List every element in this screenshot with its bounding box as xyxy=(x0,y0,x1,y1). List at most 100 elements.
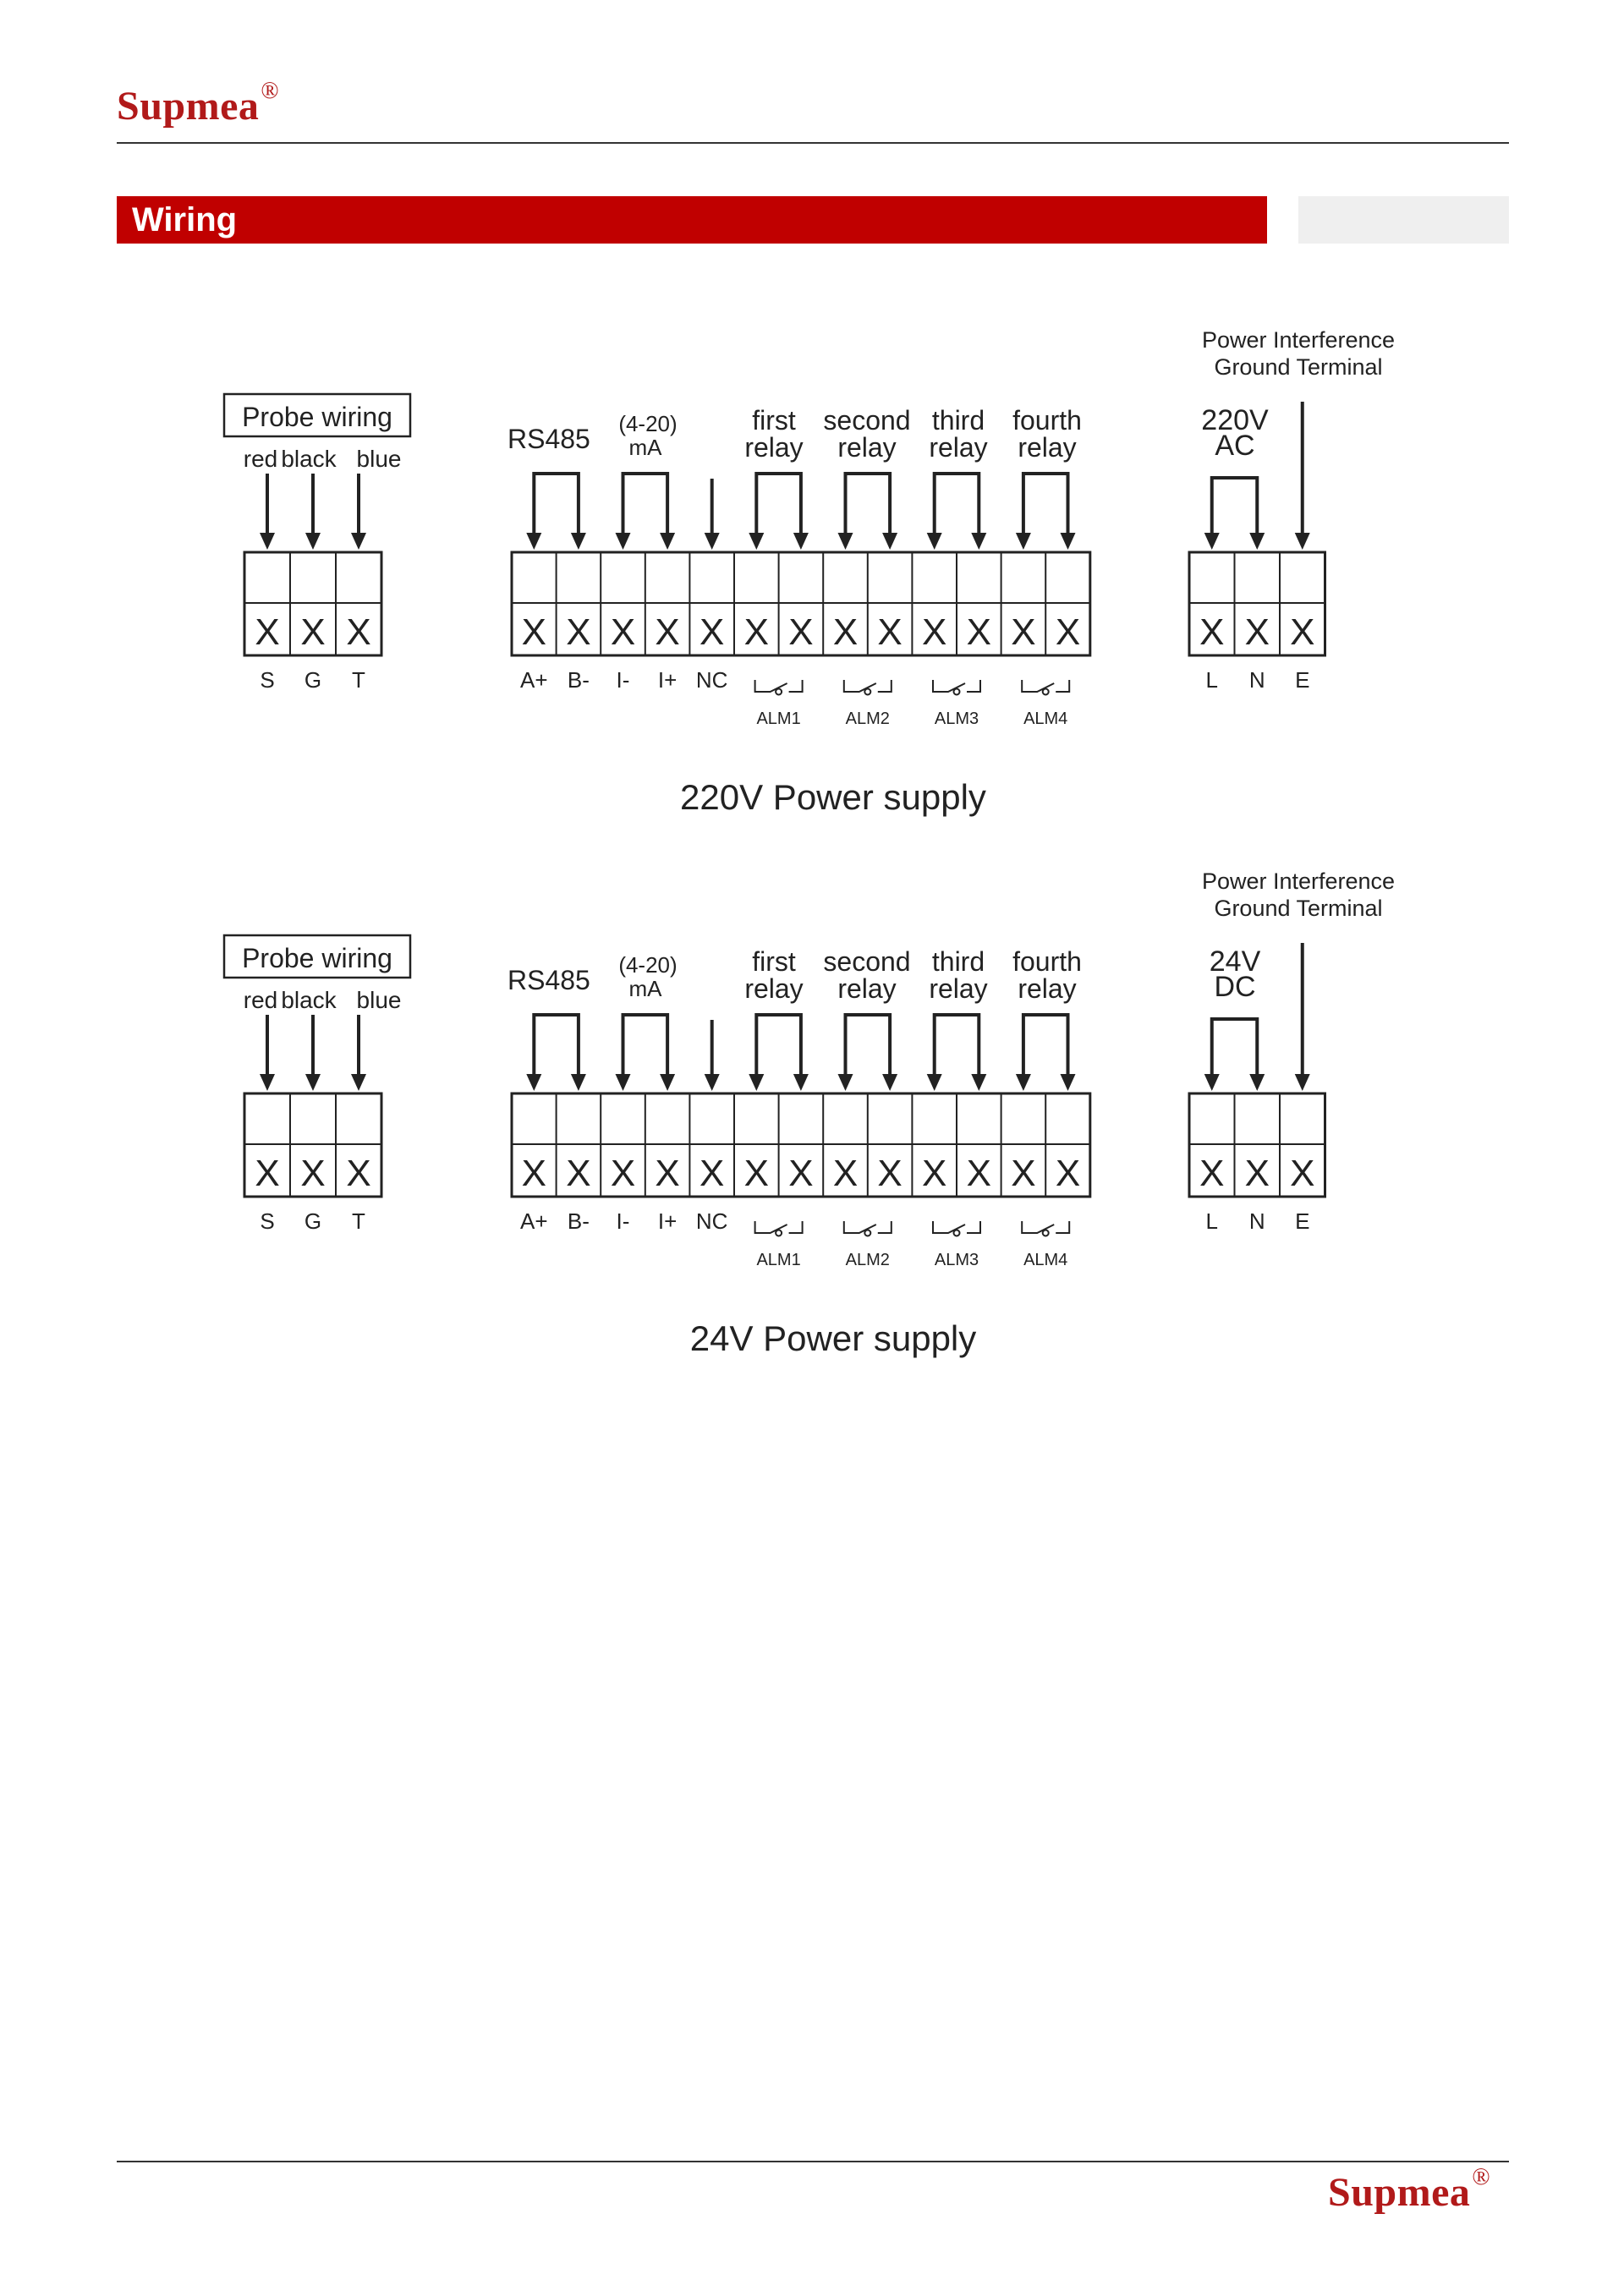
alarm-4-contact-symbol xyxy=(1021,1221,1071,1234)
ground-arrow-head xyxy=(1294,533,1310,550)
probe-terminal-block-terminal-mark: X xyxy=(255,611,279,653)
relay-2-arrows-head-left xyxy=(837,1074,853,1091)
main-terminal-label: A+ xyxy=(520,1208,548,1234)
rs485-arrows-head-right xyxy=(570,533,586,550)
main-terminal-label: B- xyxy=(568,667,590,693)
main-terminal-block-terminal-mark: X xyxy=(922,611,946,653)
relay-label-line2: relay xyxy=(1018,973,1076,1004)
main-terminal-block-terminal-mark: X xyxy=(833,611,858,653)
header-divider xyxy=(117,142,1509,144)
main-terminal-block-terminal-mark: X xyxy=(967,1153,991,1194)
relay-label-line1: first xyxy=(752,405,796,436)
power-terminal-label: L xyxy=(1206,1208,1218,1234)
relay-1-arrows-bracket xyxy=(754,472,803,536)
rs485-arrows-bracket xyxy=(532,1013,580,1077)
relay-label-line1: third xyxy=(932,405,985,436)
main-terminal-block-terminal-mark: X xyxy=(788,611,813,653)
alarm-4-contact-dot xyxy=(1041,1229,1050,1237)
alarm-label: ALM4 xyxy=(1023,710,1067,728)
probe-arrow-head xyxy=(260,533,275,550)
power-input-arrows-head-right xyxy=(1249,533,1265,550)
alarm-label: ALM1 xyxy=(756,1251,800,1269)
probe-terminal-block-terminal-mark: X xyxy=(346,611,370,653)
relay-label-line1: first xyxy=(752,946,796,977)
relay-label-line1: second xyxy=(823,405,910,436)
power-terminal-block-terminal-mark: X xyxy=(1199,1153,1224,1194)
ma-output-arrows-head-right xyxy=(660,1074,676,1091)
power-input-arrows-head-right xyxy=(1249,1074,1265,1091)
relay-label-line1: fourth xyxy=(1012,946,1082,977)
power-supply-type-line2: DC xyxy=(1214,971,1255,1003)
relay-1-arrows-bracket xyxy=(754,1013,803,1077)
footer-brand-text: Supmea xyxy=(1328,2170,1471,2215)
power-terminal-label: E xyxy=(1295,1208,1309,1234)
alarm-2-contact-dot xyxy=(864,688,872,696)
relay-1-arrows-head-left xyxy=(749,1074,765,1091)
main-terminal-block-terminal-mark: X xyxy=(522,1153,546,1194)
power-input-arrows-head-left xyxy=(1204,533,1220,550)
main-terminal-label: I- xyxy=(617,1208,630,1234)
alarm-label: ALM3 xyxy=(935,1251,979,1269)
probe-color-label: black xyxy=(281,446,337,472)
main-terminal-block-terminal-mark: X xyxy=(655,611,679,653)
probe-color-label: blue xyxy=(357,987,402,1013)
ground-arrow-head xyxy=(1294,1074,1310,1091)
ma-range-label: (4-20) xyxy=(618,411,677,436)
probe-terminal-block-terminal-mark: X xyxy=(255,1153,279,1194)
alarm-1-contact-dot xyxy=(775,1229,783,1237)
ma-unit-label: mA xyxy=(629,435,663,460)
main-terminal-block-terminal-mark: X xyxy=(744,611,769,653)
nc-arrow-head xyxy=(704,1074,720,1091)
alarm-label: ALM4 xyxy=(1023,1251,1067,1269)
main-terminal-block-terminal-mark: X xyxy=(833,1153,858,1194)
main-terminal-block-terminal-mark: X xyxy=(1011,611,1035,653)
probe-color-label: black xyxy=(281,987,337,1013)
probe-terminal-label: G xyxy=(304,1208,321,1234)
probe-wiring-label: Probe wiring xyxy=(242,402,392,432)
relay-2-arrows-head-right xyxy=(882,533,898,550)
diagram-caption: 220V Power supply xyxy=(680,777,986,817)
main-terminal-label: I+ xyxy=(658,1208,677,1234)
main-terminal-label: I- xyxy=(617,667,630,693)
diagram-caption: 24V Power supply xyxy=(690,1318,977,1358)
footer-brand-logo: Supmea® xyxy=(1328,2164,1490,2216)
relay-4-arrows-head-left xyxy=(1015,533,1031,550)
relay-label-line2: relay xyxy=(929,973,987,1004)
nc-arrow-head xyxy=(704,533,720,550)
alarm-label: ALM1 xyxy=(756,710,800,728)
alarm-1-contact-symbol xyxy=(754,1221,804,1234)
main-terminal-block-terminal-mark: X xyxy=(611,611,635,653)
probe-terminal-block-terminal-mark: X xyxy=(300,1153,325,1194)
probe-arrow-head xyxy=(351,533,366,550)
main-terminal-block-terminal-mark: X xyxy=(566,611,590,653)
alarm-2-contact-symbol xyxy=(842,680,892,693)
alarm-label: ALM2 xyxy=(846,1251,890,1269)
power-terminal-block-terminal-mark: X xyxy=(1290,1153,1314,1194)
alarm-3-contact-symbol xyxy=(932,1221,981,1234)
relay-2-arrows-bracket xyxy=(843,472,892,536)
probe-color-label: red xyxy=(244,987,277,1013)
main-terminal-block-terminal-mark: X xyxy=(744,1153,769,1194)
probe-wiring-label: Probe wiring xyxy=(242,943,392,973)
relay-2-arrows-bracket xyxy=(843,1013,892,1077)
power-terminal-label: N xyxy=(1249,667,1265,693)
power-supply-type-line1: 220V xyxy=(1201,404,1269,436)
ma-output-arrows-bracket xyxy=(621,1013,670,1077)
alarm-2-contact-dot xyxy=(864,1229,872,1237)
probe-arrow-head xyxy=(351,1074,366,1091)
alarm-label: ALM2 xyxy=(846,710,890,728)
relay-4-arrows-bracket xyxy=(1021,472,1070,536)
relay-4-arrows-head-right xyxy=(1060,1074,1076,1091)
section-title: Wiring xyxy=(132,201,238,238)
ma-unit-label: mA xyxy=(629,976,663,1001)
main-terminal-label: NC xyxy=(696,667,728,693)
rs485-label: RS485 xyxy=(508,965,590,995)
alarm-4-contact-dot xyxy=(1041,688,1050,696)
probe-arrow-head xyxy=(305,1074,321,1091)
main-terminal-block-terminal-mark: X xyxy=(877,611,902,653)
rs485-arrows-head-left xyxy=(526,533,542,550)
ground-terminal-label-line2: Ground Terminal xyxy=(1214,896,1382,921)
probe-terminal-label: S xyxy=(260,1208,274,1234)
